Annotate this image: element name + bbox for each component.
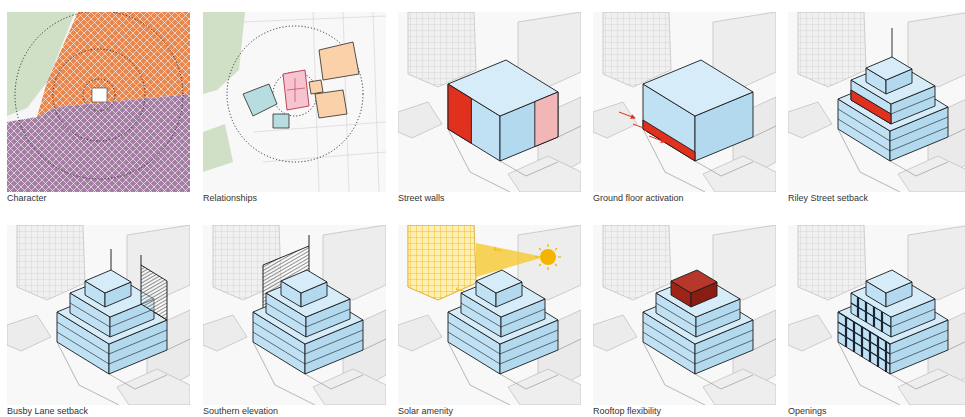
panel-caption: Southern elevation: [203, 406, 386, 417]
panel-caption: Solar amenity: [398, 406, 581, 417]
sun-beam: [476, 243, 544, 277]
floor-lines: [838, 303, 891, 364]
activation-arrows: [619, 112, 665, 142]
active-frontage: [643, 120, 695, 161]
facade-openings: [846, 297, 886, 372]
panel-caption: Relationships: [203, 193, 386, 204]
riley-setback-panel: [788, 12, 965, 192]
panel-caption: Ground floor activation: [593, 193, 776, 204]
panel-caption: Openings: [788, 406, 965, 417]
solar-amenity-panel: [398, 225, 581, 405]
street-walls-panel: [398, 12, 581, 192]
southern-elevation-panel: [203, 225, 386, 405]
busby-setback-panel: [7, 225, 190, 405]
street-wall: [448, 84, 471, 143]
rooftop-panel: [593, 225, 776, 405]
relationships-map: [203, 12, 386, 192]
sunlit-tower: [408, 225, 476, 300]
openings-panel: [788, 225, 965, 405]
height-pole: [111, 249, 112, 270]
ground-floor-panel: [593, 12, 776, 192]
panel-caption: Street walls: [398, 193, 581, 204]
street-wall: [535, 92, 558, 147]
panel-caption: Riley Street setback: [788, 193, 965, 204]
height-pole: [892, 28, 893, 57]
setback-band: [851, 90, 891, 124]
setback-plane: [141, 265, 167, 320]
sun-symbol: [535, 244, 561, 270]
panel-caption: Character: [7, 193, 190, 204]
panel-caption: Rooftop flexibility: [593, 406, 776, 417]
height-pole: [309, 235, 310, 246]
height-pole: [141, 255, 142, 265]
panel-caption: Busby Lane setback: [7, 406, 190, 417]
character-map: [7, 12, 190, 192]
